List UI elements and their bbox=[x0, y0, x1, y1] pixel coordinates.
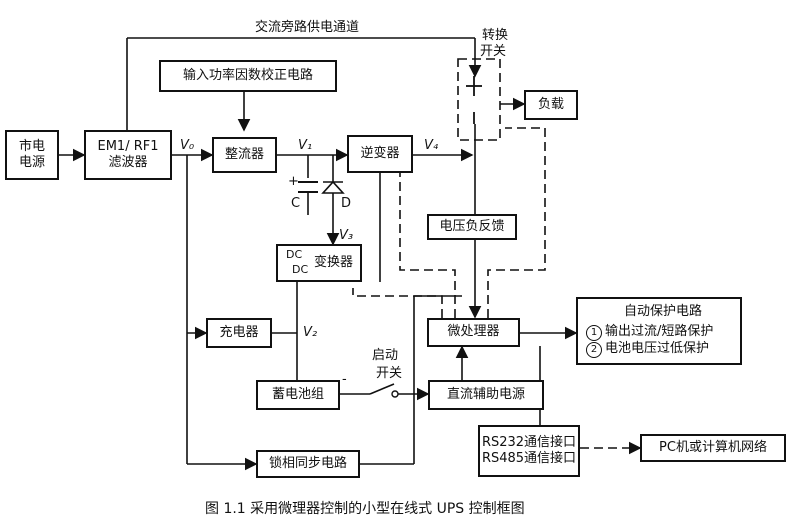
v4-label: V₄ bbox=[424, 138, 439, 153]
mains-power-box: 市电 电源 bbox=[5, 130, 59, 180]
transfer-switch-outline bbox=[457, 58, 501, 141]
microprocessor-box: 微处理器 bbox=[427, 318, 520, 347]
pll-box: 锁相同步电路 bbox=[256, 450, 360, 478]
battery-label: 蓄电池组 bbox=[271, 386, 324, 402]
pc-network-label: PC机或计算机网络 bbox=[659, 439, 767, 455]
aux-power-box: 直流辅助电源 bbox=[428, 380, 544, 410]
protection-num-2: 2 bbox=[586, 341, 602, 358]
switch-label-line2: 开关 bbox=[480, 44, 507, 59]
pfc-box: 输入功率因数校正电路 bbox=[159, 60, 337, 92]
protection-text-1: 输出过流/短路保护 bbox=[605, 323, 714, 339]
emi-filter-line1: EM1/ RF1 bbox=[97, 138, 159, 154]
v0-label: V₀ bbox=[180, 138, 195, 153]
protection-text-2: 电池电压过低保护 bbox=[605, 340, 710, 356]
switch-label-line1: 转换 bbox=[482, 28, 509, 43]
rs485-label: RS485通信接口 bbox=[481, 451, 577, 466]
micro-to-switch-dashed bbox=[487, 127, 546, 318]
pc-network-box: PC机或计算机网络 bbox=[640, 434, 786, 462]
diode-label: D bbox=[341, 196, 352, 211]
dc-bottom: DC bbox=[292, 263, 309, 276]
v2-label: V₂ bbox=[303, 325, 318, 340]
figure-caption: 图 1.1 采用微理器控制的小型在线式 UPS 控制框图 bbox=[205, 501, 525, 517]
mains-line1: 市电 bbox=[18, 138, 45, 154]
dcdc-label: 变换器 bbox=[314, 254, 354, 270]
emi-filter-box: EM1/ RF1 滤波器 bbox=[84, 130, 172, 180]
battery-minus-label: - bbox=[342, 372, 347, 387]
dcdc-box: DC DC 变换器 bbox=[276, 244, 362, 282]
rectifier-label: 整流器 bbox=[224, 146, 264, 162]
v1-label: V₁ bbox=[298, 138, 313, 153]
pll-label: 锁相同步电路 bbox=[268, 455, 347, 471]
load-label: 负载 bbox=[537, 96, 564, 112]
start-switch-label-line1: 启动 bbox=[372, 348, 399, 363]
charger-box: 充电器 bbox=[206, 318, 272, 348]
dc-top: DC bbox=[286, 248, 303, 261]
emi-filter-line2: 滤波器 bbox=[108, 155, 148, 170]
start-switch-label-line2: 开关 bbox=[376, 366, 403, 381]
micro-to-dcdc-dashed bbox=[352, 288, 443, 318]
micro-to-inverter-dashed bbox=[399, 172, 456, 318]
start-switch-contact bbox=[391, 390, 399, 398]
cap-label: C bbox=[291, 196, 301, 211]
aux-power-label: 直流辅助电源 bbox=[446, 386, 525, 402]
rectifier-box: 整流器 bbox=[212, 137, 277, 173]
diode-symbol bbox=[321, 180, 345, 194]
battery-box: 蓄电池组 bbox=[256, 380, 340, 410]
inverter-box: 逆变器 bbox=[347, 135, 413, 173]
cap-plus-label: + bbox=[288, 174, 299, 189]
microprocessor-label: 微处理器 bbox=[447, 324, 500, 340]
mains-line2: 电源 bbox=[18, 155, 45, 170]
voltage-feedback-box: 电压负反馈 bbox=[427, 214, 517, 240]
protection-title: 自动保护电路 bbox=[623, 304, 702, 320]
protection-num-1: 1 bbox=[586, 324, 602, 341]
rs-interface-box: RS232通信接口 RS485通信接口 bbox=[478, 425, 580, 477]
start-switch-blade bbox=[369, 383, 395, 395]
voltage-feedback-label: 电压负反馈 bbox=[439, 218, 505, 234]
v3-label: V₃ bbox=[339, 228, 354, 243]
bypass-label: 交流旁路供电通道 bbox=[255, 20, 360, 35]
rs232-label: RS232通信接口 bbox=[481, 434, 577, 450]
pfc-label: 输入功率因数校正电路 bbox=[182, 67, 313, 83]
dcdc-symbol: DC DC bbox=[286, 248, 314, 278]
inverter-label: 逆变器 bbox=[360, 145, 400, 161]
load-box: 负载 bbox=[524, 90, 578, 120]
charger-label: 充电器 bbox=[219, 324, 259, 340]
